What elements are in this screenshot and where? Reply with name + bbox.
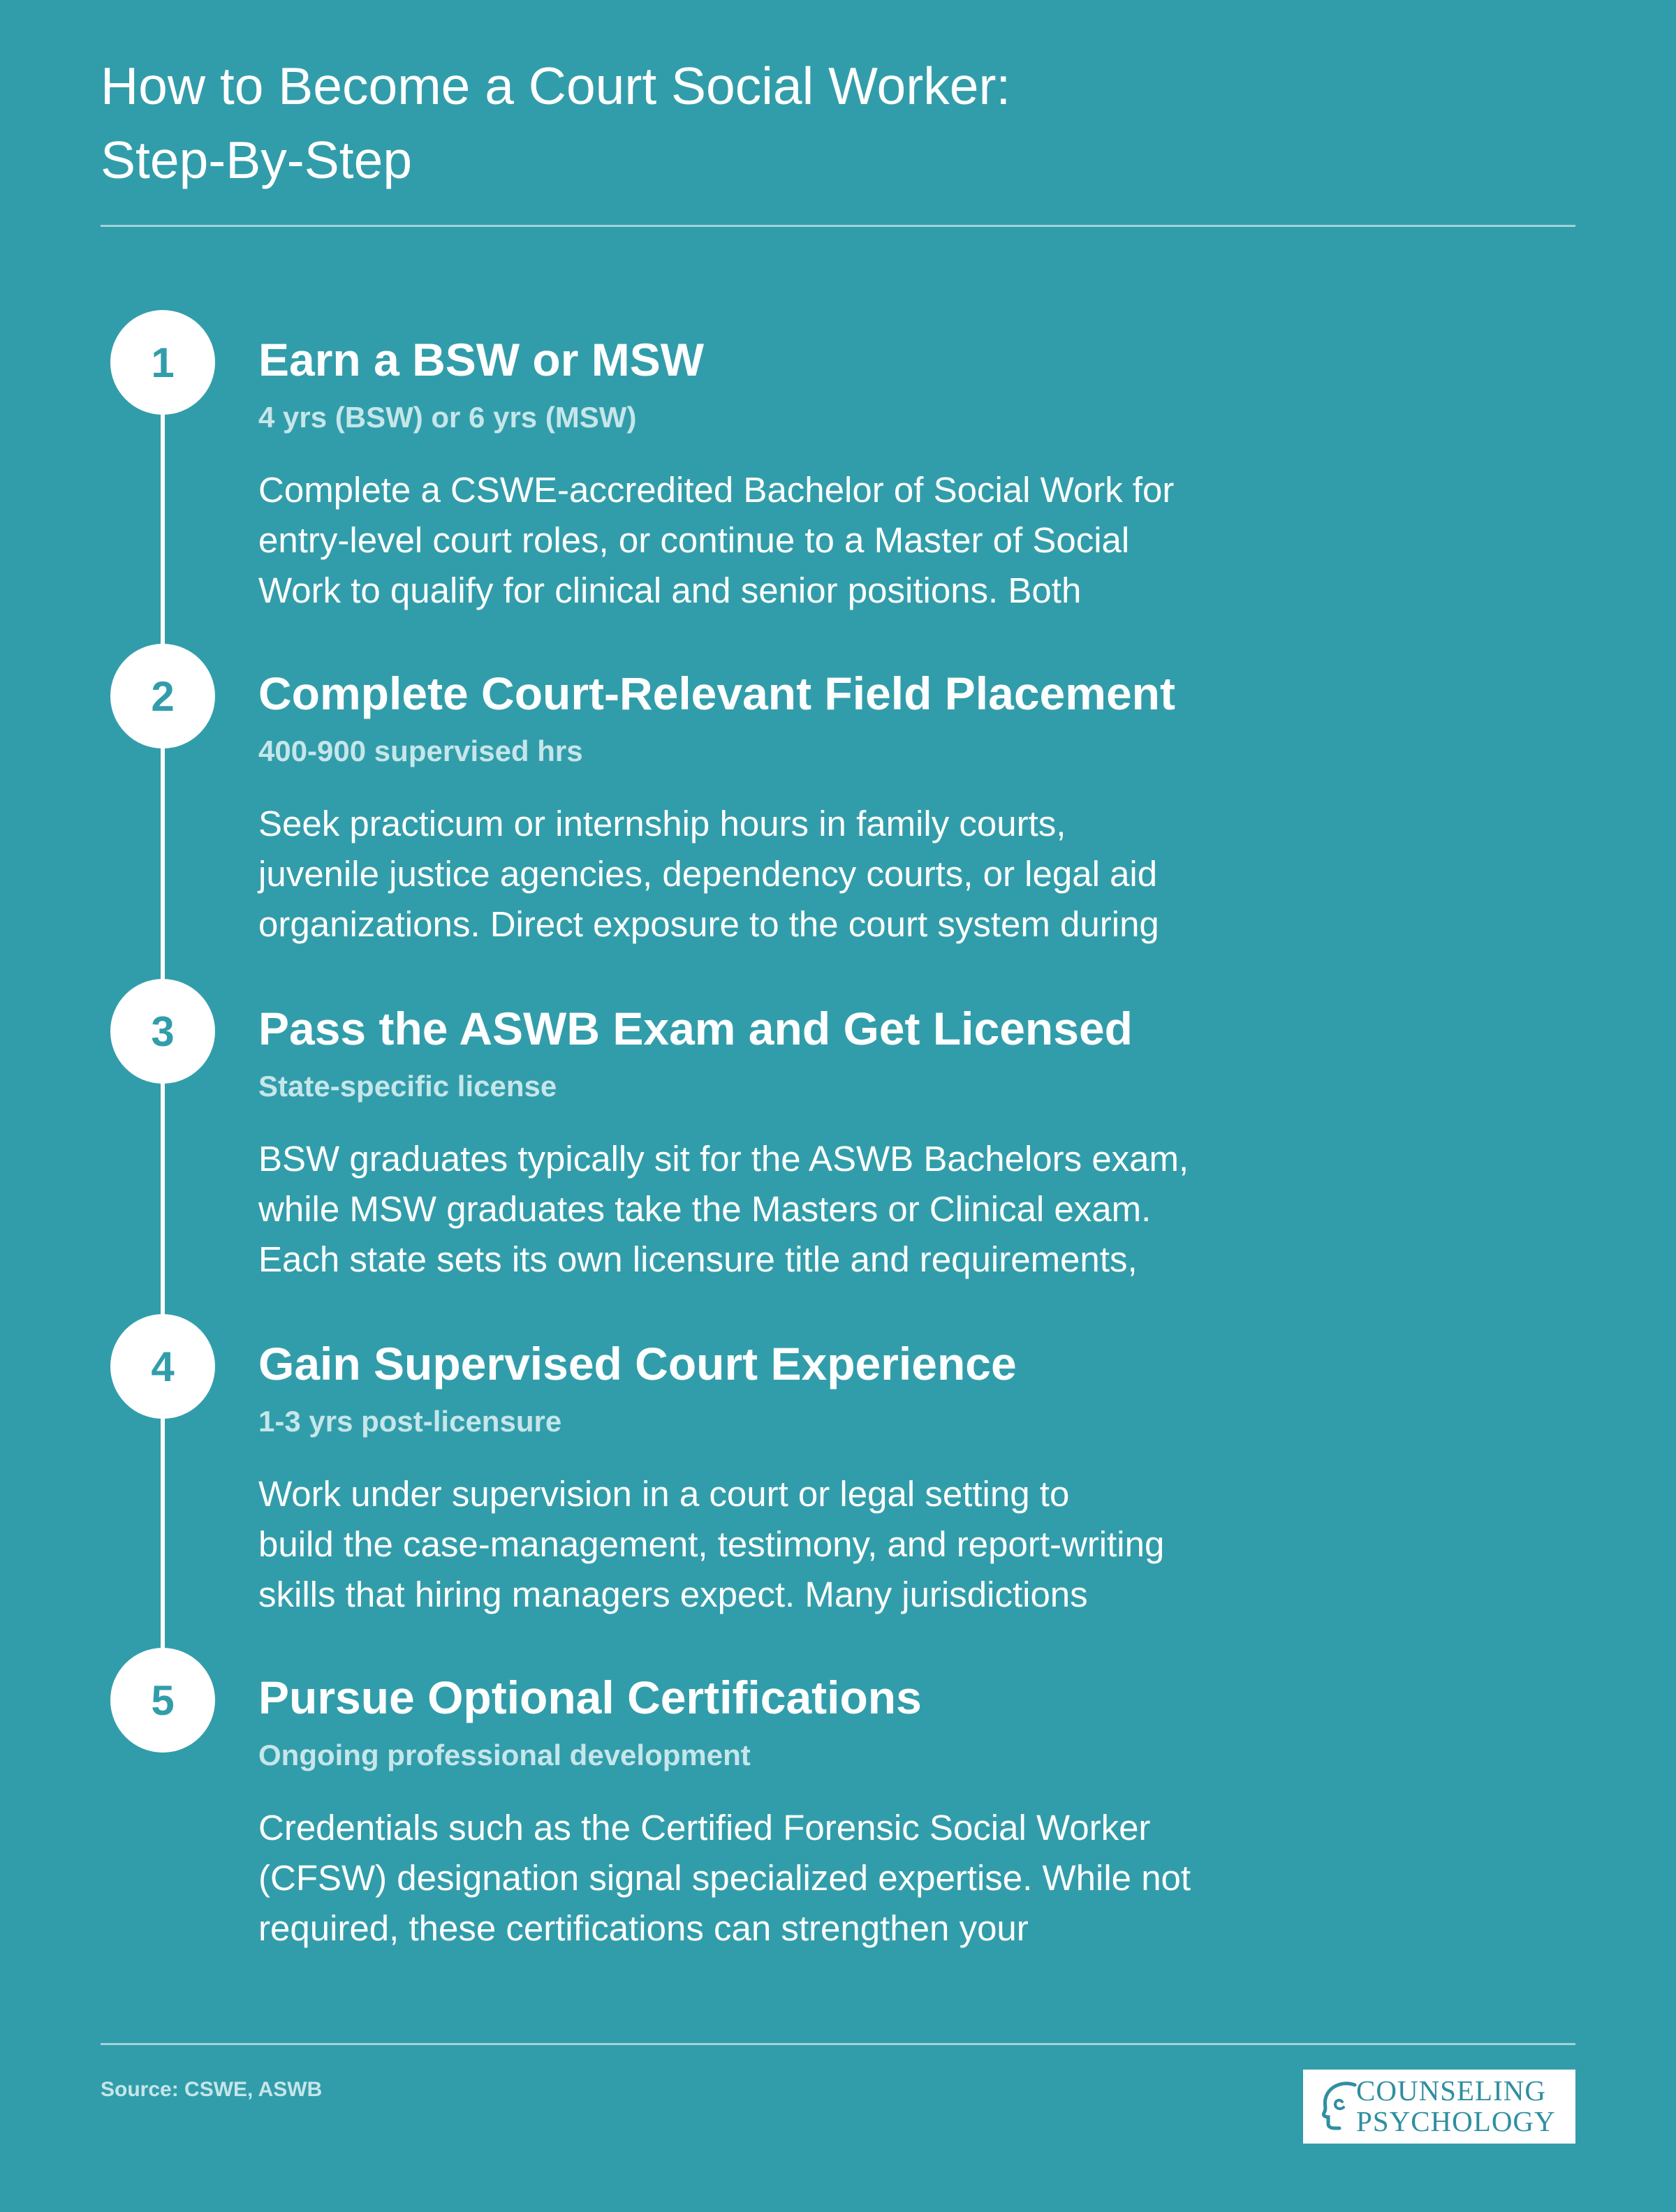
page-title: How to Become a Court Social Worker: Ste…: [101, 49, 1427, 197]
step-4-duration: 1-3 yrs post-licensure: [258, 1405, 562, 1438]
step-3-description-line: while MSW graduates take the Masters or …: [258, 1189, 1152, 1229]
step-4: 4 Gain Supervised Court Experience 1-3 y…: [0, 1314, 1676, 1614]
head-profile-icon: [1322, 2081, 1357, 2130]
step-2-description-line: Seek practicum or internship hours in fa…: [258, 804, 1066, 843]
step-2-duration: 400-900 supervised hrs: [258, 735, 583, 767]
step-1-title: Earn a BSW or MSW: [258, 334, 705, 385]
step-3-title: Pass the ASWB Exam and Get Licensed: [258, 1003, 1133, 1054]
step-5-description: Credentials such as the Certified Forens…: [258, 1803, 1320, 1954]
step-4-title: Gain Supervised Court Experience: [258, 1338, 1017, 1389]
step-2-description-line: organizations. Direct exposure to the co…: [258, 904, 1159, 944]
step-2: 2 Complete Court-Relevant Field Placemen…: [0, 644, 1676, 944]
step-4-description-line: Work under supervision in a court or leg…: [258, 1474, 1070, 1514]
step-3-description-line: BSW graduates typically sit for the ASWB…: [258, 1139, 1189, 1179]
step-2-description-line: juvenile justice agencies, dependency co…: [258, 854, 1158, 894]
step-1: 1 Earn a BSW or MSW 4 yrs (BSW) or 6 yrs…: [0, 310, 1676, 610]
step-1-description-line: Complete a CSWE-accredited Bachelor of S…: [258, 470, 1175, 510]
footer-divider: [101, 2043, 1575, 2045]
step-5-description-line: (CFSW) designation signal specialized ex…: [258, 1858, 1191, 1898]
step-5: 5 Pursue Optional Certifications Ongoing…: [0, 1648, 1676, 1948]
step-3-duration: State-specific license: [258, 1070, 557, 1103]
page-title-line-2: Step-By-Step: [101, 131, 413, 189]
step-2-number-badge: 2: [110, 644, 215, 749]
step-4-description-line: skills that hiring managers expect. Many…: [258, 1575, 1088, 1614]
logo-text-line-1: COUNSELING: [1356, 2074, 1546, 2107]
step-4-description-line: build the case-management, testimony, an…: [258, 1524, 1165, 1564]
step-5-title: Pursue Optional Certifications: [258, 1672, 922, 1723]
step-5-duration: Ongoing professional development: [258, 1739, 751, 1771]
step-1-description: Complete a CSWE-accredited Bachelor of S…: [258, 465, 1320, 616]
step-3: 3 Pass the ASWB Exam and Get Licensed St…: [0, 979, 1676, 1279]
step-1-number-badge: 1: [110, 310, 215, 415]
logo-text-line-2: PSYCHOLOGY: [1356, 2105, 1556, 2137]
step-4-description: Work under supervision in a court or leg…: [258, 1469, 1320, 1620]
step-5-description-line: Credentials such as the Certified Forens…: [258, 1808, 1151, 1848]
step-5-number-badge: 5: [110, 1648, 215, 1753]
step-4-number-badge: 4: [110, 1314, 215, 1419]
step-2-title: Complete Court-Relevant Field Placement: [258, 668, 1175, 719]
step-3-description-line: Each state sets its own licensure title …: [258, 1239, 1138, 1279]
counseling-psychology-logo[interactable]: COUNSELING PSYCHOLOGY: [1303, 2070, 1575, 2144]
step-1-duration: 4 yrs (BSW) or 6 yrs (MSW): [258, 401, 637, 434]
step-1-description-line: entry-level court roles, or continue to …: [258, 520, 1130, 560]
source-citation: Source: CSWE, ASWB: [101, 2078, 323, 2101]
step-2-description: Seek practicum or internship hours in fa…: [258, 799, 1320, 950]
step-1-description-line: Work to qualify for clinical and senior …: [258, 570, 1082, 610]
page-title-line-1: How to Become a Court Social Worker:: [101, 57, 1011, 115]
step-3-description: BSW graduates typically sit for the ASWB…: [258, 1134, 1320, 1285]
step-3-number-badge: 3: [110, 979, 215, 1084]
step-5-description-line: required, these certifications can stren…: [258, 1908, 1029, 1948]
header-divider: [101, 225, 1575, 227]
